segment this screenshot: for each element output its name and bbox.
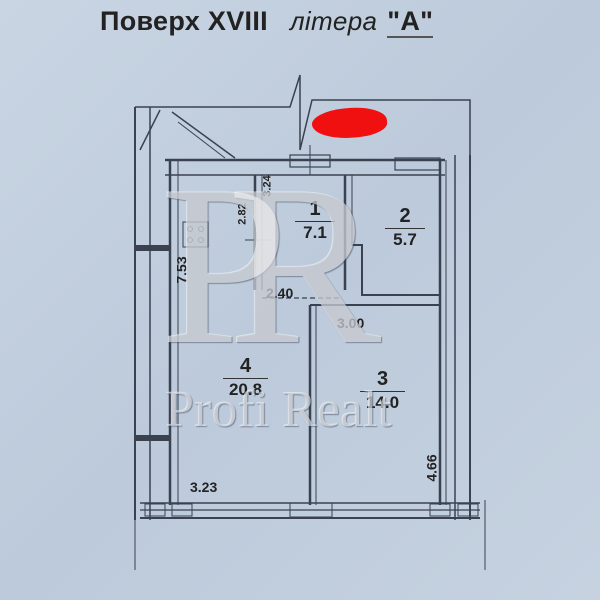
watermark-text: Profi Realt <box>165 381 392 438</box>
room-1-label: 1 7.1 <box>295 198 335 243</box>
page-title: Поверх XVIII літера "A" <box>100 6 434 38</box>
room-2-number: 2 <box>399 205 411 227</box>
watermark-monogram: PR <box>160 137 381 392</box>
room-3-label: 3 14.0 <box>360 368 405 413</box>
dimension-3-00: 3.00 <box>337 315 365 331</box>
dimension-3-23: 3.23 <box>190 479 218 495</box>
dimension-4-66: 4.66 <box>423 454 440 482</box>
room-3-number: 3 <box>376 368 389 390</box>
room-2-label: 2 5.7 <box>385 205 425 250</box>
room-1-area: 7.1 <box>295 221 335 243</box>
letter-label: літера <box>289 6 378 36</box>
room-4-number: 4 <box>239 355 252 377</box>
room-3-area: 14.0 <box>360 391 405 413</box>
dimension-2-40: 2.40 <box>266 285 294 301</box>
floor-label: Поверх XVIII <box>100 6 268 36</box>
room-4-label: 4 20.8 <box>223 355 268 400</box>
room-2-area: 5.7 <box>385 228 425 250</box>
room-4-area: 20.8 <box>223 378 268 400</box>
letter-value: "A" <box>387 6 434 38</box>
room-1-number: 1 <box>309 198 321 220</box>
